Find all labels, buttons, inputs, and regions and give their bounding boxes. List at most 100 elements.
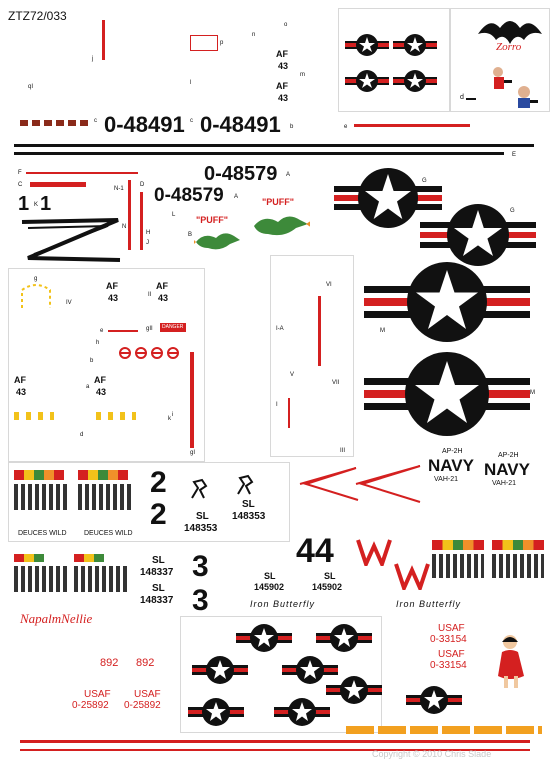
ribbon-bars (492, 540, 544, 550)
ribbon-bars (78, 470, 128, 480)
pinup-girl-nose-art (498, 635, 524, 688)
label-m: m (300, 72, 305, 78)
yellow-corner-marks (14, 412, 54, 420)
red-stripe (30, 182, 86, 187)
red-stripe (26, 172, 138, 174)
roundel-icon (192, 656, 248, 684)
bureau-number: 148337 (140, 567, 174, 578)
dragon-nose-art-icon (254, 216, 310, 236)
big-number: 1 (18, 193, 30, 215)
label-IA: I-A (276, 326, 284, 332)
label-II: II (148, 292, 152, 298)
label-I: I (276, 402, 278, 408)
yellow-corner-marks (96, 412, 136, 420)
label-d: d (460, 94, 464, 101)
af-number: 43 (158, 293, 169, 303)
ribbon-bars (432, 540, 484, 550)
serial-number: 0-48491 (200, 112, 281, 137)
label-g: g (34, 276, 38, 282)
danger-text: DANGER (162, 324, 184, 330)
mission-marks (14, 566, 68, 592)
roundel-icon (345, 70, 389, 92)
bureau-number: 145902 (254, 582, 285, 592)
red-stripe (20, 740, 530, 743)
vertical-stripe (288, 398, 290, 428)
roundel-icon (188, 698, 244, 726)
black-stripe (14, 144, 534, 147)
label-gII: gII (146, 326, 153, 332)
mission-marks (78, 484, 132, 510)
roundel-icon (326, 676, 382, 704)
label-i: i (172, 412, 174, 418)
label-VI: VI (326, 282, 332, 288)
sl-code: SL (152, 583, 165, 594)
tail-number: 892 (136, 657, 155, 669)
z-stripe-decal (21, 218, 121, 262)
mission-marks (432, 554, 484, 578)
label-L: L (172, 212, 176, 218)
roundel-icon (316, 624, 372, 652)
mission-marks (492, 554, 544, 578)
sl-code: SL (152, 555, 165, 566)
label-M: M (380, 328, 385, 334)
label-n: n (252, 32, 256, 38)
panel-outline (190, 35, 218, 51)
label-III: III (340, 448, 346, 454)
red-stripe (108, 330, 138, 332)
squadron-code: VAH-21 (492, 480, 516, 487)
af-number: 43 (278, 61, 289, 71)
exhaust-stains (20, 120, 90, 126)
label-o: o (284, 22, 288, 28)
deuces-wild-label: DEUCES WILD (84, 530, 133, 537)
label-C: C (18, 182, 23, 188)
deuces-wild-label: DEUCES WILD (18, 530, 67, 537)
squadron-code: VAH-21 (434, 476, 458, 483)
af-marking: AF (106, 281, 118, 291)
label-c: c (190, 118, 193, 124)
roundel-icon (345, 34, 389, 56)
roundel-icon (274, 698, 330, 726)
stripe-decal (102, 20, 105, 60)
usaf-marking: USAF (438, 623, 465, 634)
af-marking: AF (276, 81, 288, 91)
label-gI: gI (190, 450, 196, 456)
label-M: M (530, 390, 535, 396)
mission-marks (74, 566, 128, 592)
bureau-number: 148353 (232, 511, 266, 522)
label-E: E (512, 152, 517, 158)
bureau-number: 148353 (184, 523, 218, 534)
puff-marking: "PUFF" (262, 197, 295, 207)
label-A: A (286, 172, 291, 178)
ribbon-bars (74, 554, 104, 562)
af-number: 43 (278, 93, 289, 103)
sl-code: SL (242, 499, 255, 510)
vertical-stripe (128, 180, 131, 250)
label-l: l (190, 80, 192, 86)
label-J: J (146, 240, 149, 246)
panel-border (180, 616, 382, 733)
vertical-stripe (190, 352, 194, 448)
aircraft-code: AP-2H (442, 448, 463, 455)
svg-text:Zorro: Zorro (496, 41, 522, 53)
red-stripe (20, 749, 530, 751)
yellow-outline-decal (21, 284, 51, 308)
label-G: G (422, 178, 427, 184)
label-IV: IV (66, 300, 72, 306)
aircraft-code: AP-2H (498, 452, 519, 459)
large-digit: 2 (150, 498, 167, 531)
panel-border (270, 255, 354, 457)
puff-marking: "PUFF" (196, 215, 229, 225)
af-number: 43 (16, 387, 27, 397)
roundel-icon (236, 624, 292, 652)
serial-number: 0-48579 (204, 163, 278, 185)
large-number: 44 (296, 532, 334, 570)
roundel-icon (406, 686, 462, 714)
roundel-icon (364, 262, 530, 342)
usaf-serial: 0-25892 (124, 700, 161, 711)
label-F: F (18, 170, 22, 176)
label-A: A (234, 194, 239, 200)
dragon-nose-art-icon (194, 233, 240, 250)
usaf-serial: 0-33154 (430, 634, 467, 645)
iron-butterfly-nose-art: Iron Butterfly (250, 599, 316, 609)
red-w-marking (394, 563, 430, 590)
